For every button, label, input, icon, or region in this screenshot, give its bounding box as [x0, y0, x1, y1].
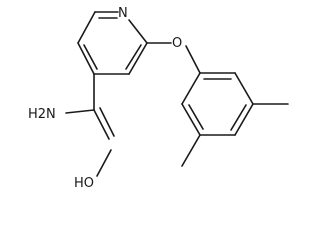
- bond-inner-c4-c5: [83, 44, 98, 70]
- bond-p5-p6: [181, 103, 201, 136]
- bond-p2-p3: [234, 72, 254, 105]
- molecule-diagram: N O H2N HO: [28, 6, 289, 189]
- bond-inner-c2-c3: [125, 44, 142, 70]
- bond-inner-p5-p6: [188, 104, 204, 130]
- bond-n1-c2: [128, 19, 148, 44]
- bond-inner-p3-p4: [230, 104, 247, 131]
- bond-o-phenyl: [185, 45, 201, 74]
- atom-labels: N O H2N HO: [28, 6, 182, 189]
- atom-label-ether-oxygen: O: [172, 36, 182, 51]
- structure-drawing: N O H2N HO: [28, 6, 289, 189]
- bond-p3-p4: [234, 103, 254, 136]
- bond-c2-c3: [128, 42, 148, 75]
- bond-p6-p1: [181, 72, 201, 105]
- atom-label-ring-nitrogen: N: [118, 6, 128, 21]
- bond-amidine-n-double: [99, 107, 115, 137]
- bond-c5-c6: [77, 11, 96, 44]
- bond-amidine-n: [93, 109, 110, 140]
- atom-label-oxime-hydroxyl: HO: [74, 176, 94, 189]
- bond-c4-c5: [77, 42, 95, 75]
- atom-label-amine: H2N: [28, 107, 56, 122]
- bond-lines: [65, 11, 289, 177]
- bond-methyl-lower: [181, 134, 201, 167]
- bond-amidine-nh2: [65, 109, 95, 114]
- bond-n-oh: [96, 149, 112, 177]
